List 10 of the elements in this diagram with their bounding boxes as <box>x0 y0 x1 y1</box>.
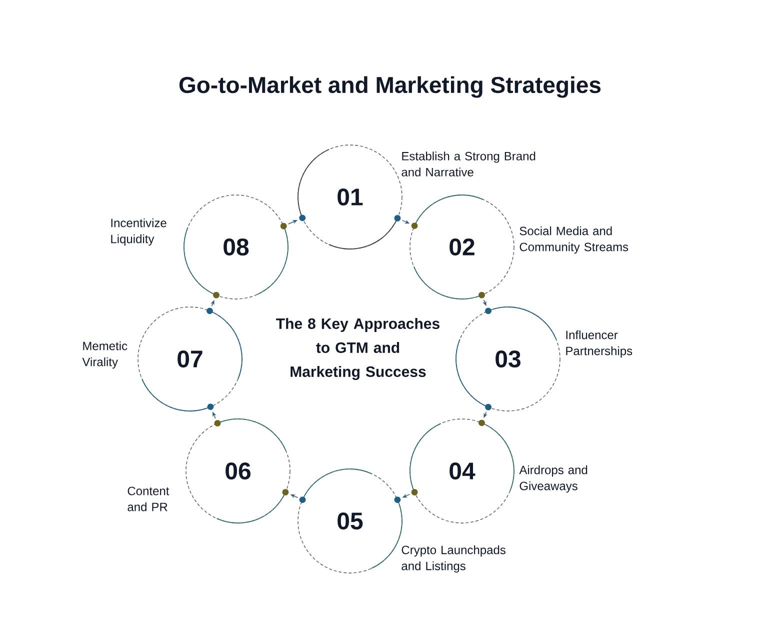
title: Go-to-Market and Marketing Strategies <box>179 76 601 98</box>
step-label: Social Media and Community Streams <box>520 226 628 254</box>
step-label: Memetic Virality <box>82 341 128 369</box>
step-label: Influencer Partnerships <box>566 330 632 358</box>
step-label: Crypto Launchpads and Listings <box>402 545 506 573</box>
step-label: Incentivize Liquidity <box>111 218 166 246</box>
step-label: Airdrops and Giveaways <box>519 465 588 493</box>
step-label: Establish a Strong Brand and Narrative <box>402 152 536 176</box>
step-label: Content and PR <box>128 486 170 512</box>
center-heading: The 8 Key Approaches to GTM and Marketing Success <box>276 318 440 380</box>
